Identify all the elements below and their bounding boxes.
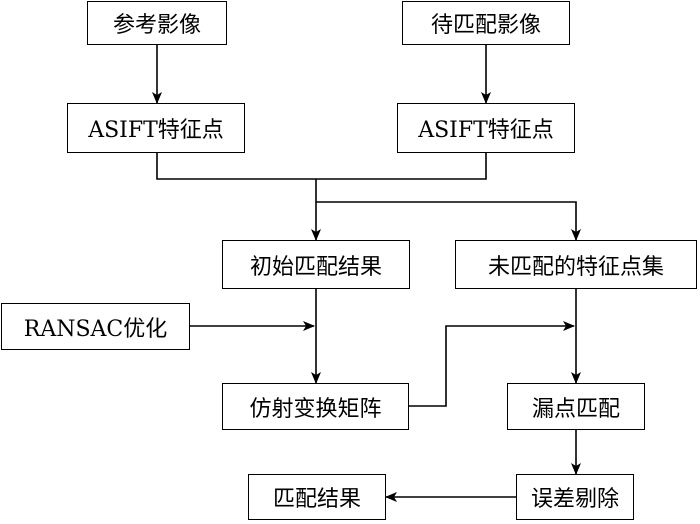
node-target-image: 待匹配影像 xyxy=(402,1,570,45)
node-asift-reference: ASIFT特征点 xyxy=(67,103,245,153)
node-initial-match: 初始匹配结果 xyxy=(222,240,410,289)
node-ransac: RANSAC优化 xyxy=(1,303,190,350)
edge-asift-merge xyxy=(156,153,487,180)
edge-affine-to-missed-flow xyxy=(409,321,575,407)
node-final-result: 匹配结果 xyxy=(248,474,386,520)
node-asift-target: ASIFT特征点 xyxy=(397,103,575,153)
node-error-removal: 误差剔除 xyxy=(516,474,634,520)
node-affine-matrix: 仿射变换矩阵 xyxy=(222,383,409,430)
edge-merge-to-unmatched xyxy=(316,201,581,241)
node-missed-match: 漏点匹配 xyxy=(507,383,645,430)
node-unmatched-points: 未匹配的特征点集 xyxy=(455,240,697,289)
node-reference-image: 参考影像 xyxy=(87,1,227,45)
